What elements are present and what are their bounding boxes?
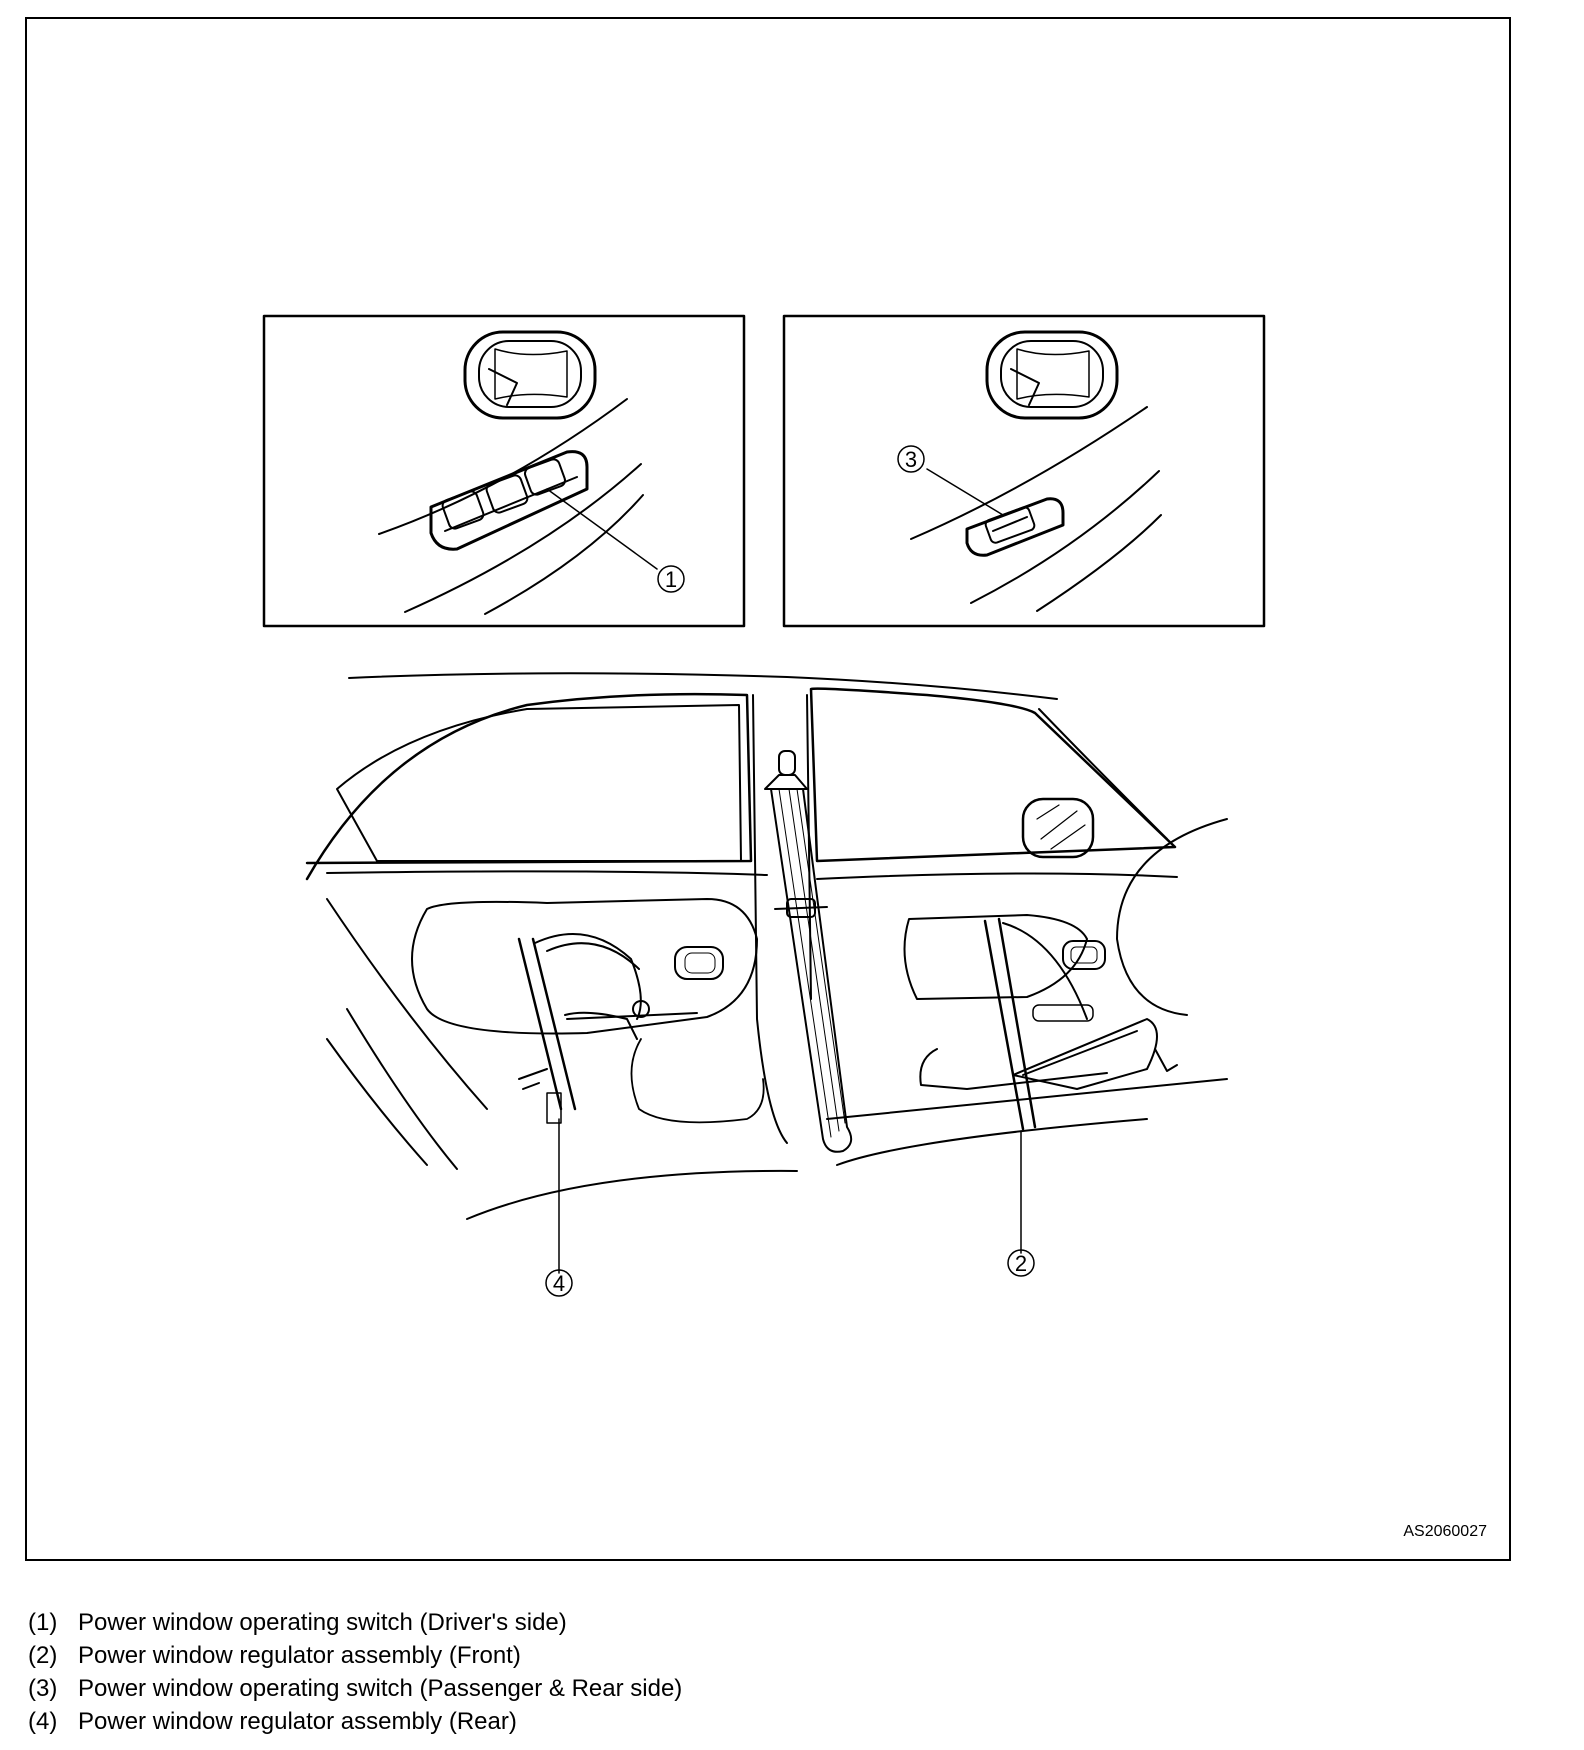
legend-number: (3) [28,1675,58,1702]
door-handle-icon [463,330,597,420]
figure-frame: 1 3 [25,17,1511,1561]
legend-number: (4) [28,1708,58,1735]
seat-belt-icon [764,750,853,1153]
legend-text: Power window operating switch (Passenger… [78,1675,683,1702]
front-regulator-icon [983,917,1178,1131]
inset-passenger-switch: 3 [782,314,1266,628]
legend-item: (1) Power window operating switch (Driver… [28,1606,682,1639]
legend-text: Power window regulator assembly (Front) [78,1642,521,1669]
callout-3: 3 [905,447,917,472]
legend-text: Power window operating switch (Driver's … [78,1609,567,1636]
passenger-switch-panel [965,497,1065,557]
legend-item: (3) Power window operating switch (Passen… [28,1672,682,1705]
callout-2: 2 [1015,1251,1027,1276]
legend-number: (2) [28,1642,58,1669]
legend-list: (1) Power window operating switch (Driver… [28,1606,682,1738]
driver-switch-panel [429,450,589,551]
figure-code: AS2060027 [1403,1523,1487,1540]
legend-text: Power window regulator assembly (Rear) [78,1708,517,1735]
rear-regulator-icon [517,933,698,1124]
callout-4: 4 [553,1271,565,1296]
legend-item: (2) Power window regulator assembly (Fron… [28,1639,682,1672]
legend-item: (4) Power window regulator assembly (Rear… [28,1705,682,1738]
side-mirror-icon [1021,797,1095,859]
diagram-drawing: 1 3 [262,314,1266,1297]
callout-1: 1 [665,567,677,592]
legend-number: (1) [28,1609,58,1636]
inset-driver-switch: 1 [262,314,746,628]
door-handle-icon [985,330,1119,420]
car-side-view: 4 2 [305,672,1228,1297]
